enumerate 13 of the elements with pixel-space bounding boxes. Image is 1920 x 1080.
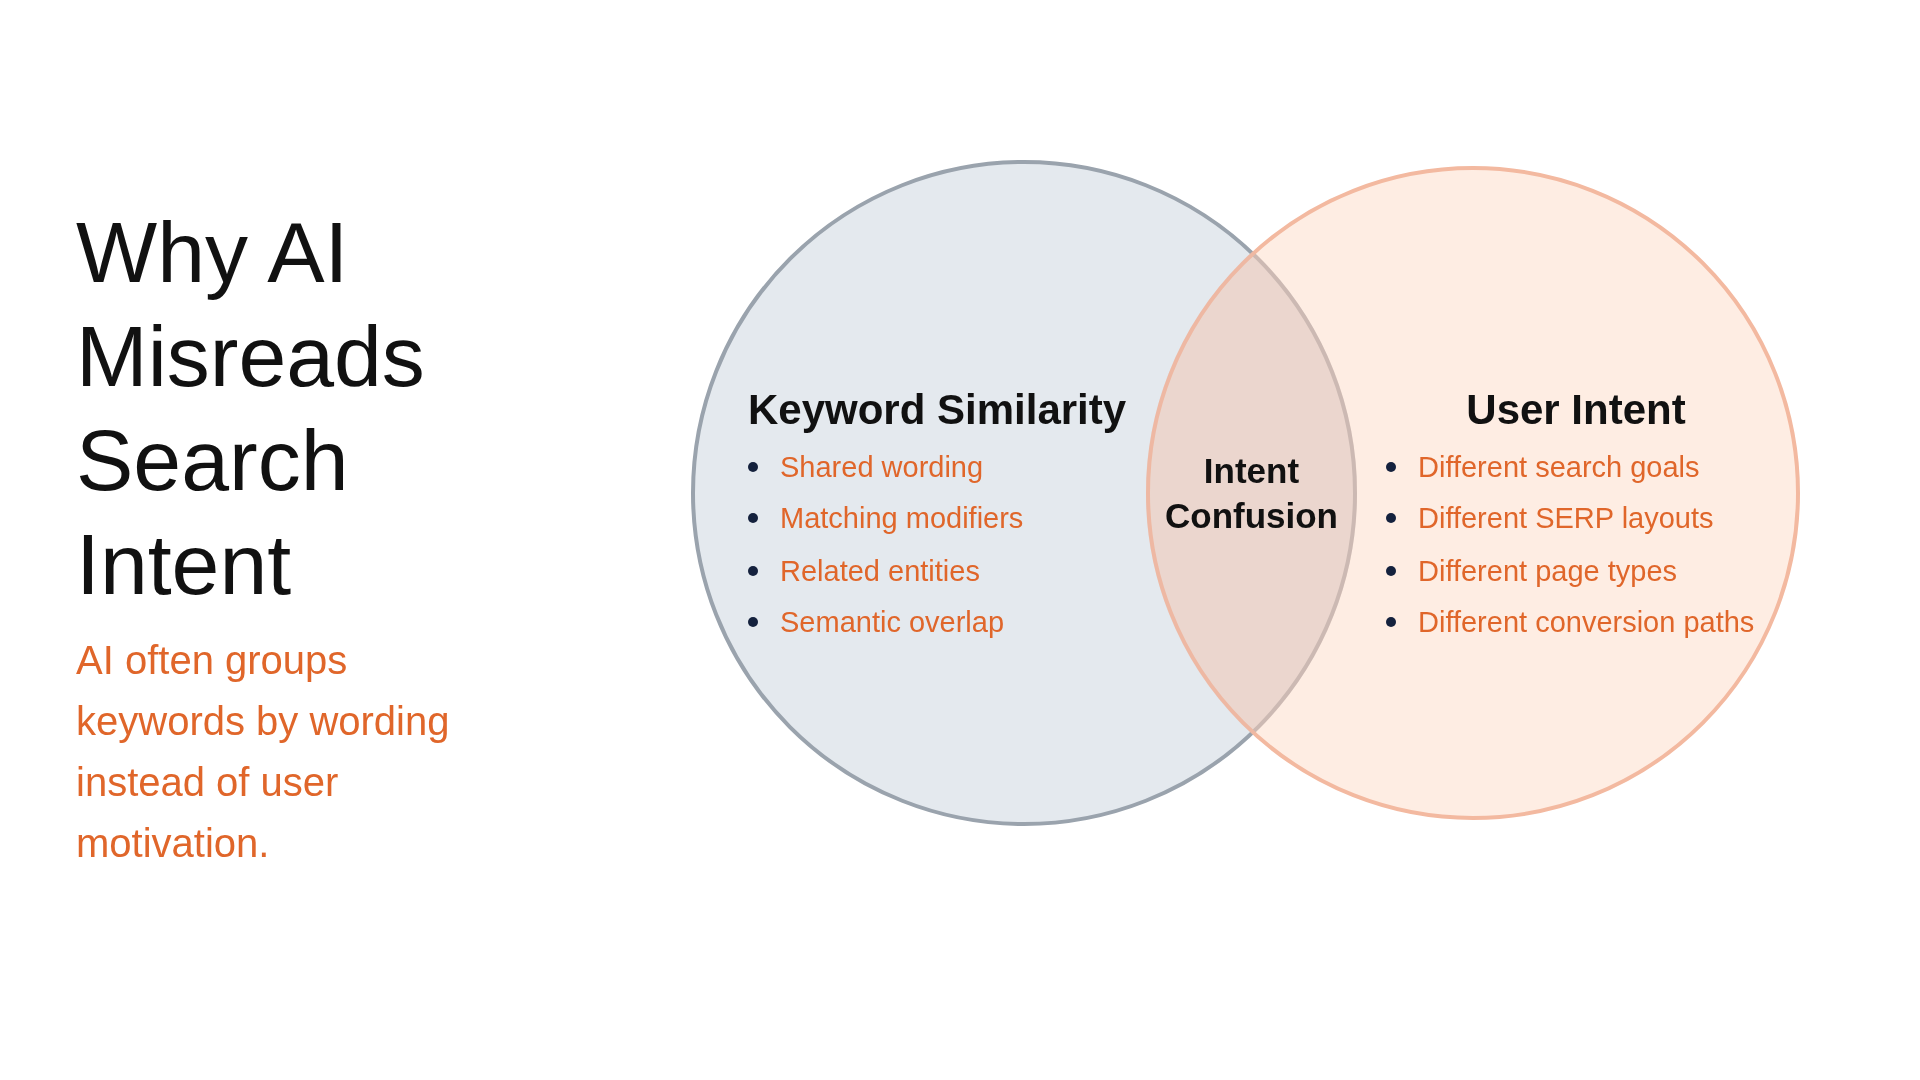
bullet-item: Related entities (748, 553, 980, 589)
bullet-item: Semantic overlap (748, 604, 1005, 640)
bullet-item: Different conversion paths (1386, 604, 1755, 640)
bullet-item: Shared wording (748, 449, 984, 485)
bullet-item: Different search goals (1386, 449, 1700, 485)
subtitle-text: AI often groups keywords by wording instead of user motivation. (76, 637, 451, 867)
circle-heading: User Intent (1465, 385, 1687, 435)
title: Why AI Misreads Search Intent (76, 203, 426, 614)
bullet-item: Different SERP layouts (1386, 500, 1714, 536)
bullet-item: Matching modifiers (748, 500, 1024, 536)
bullet-item: Different page types (1386, 553, 1678, 589)
circle-heading: Keyword Similarity (748, 385, 1128, 435)
overlap-label: Intent Confusion (1164, 450, 1339, 537)
